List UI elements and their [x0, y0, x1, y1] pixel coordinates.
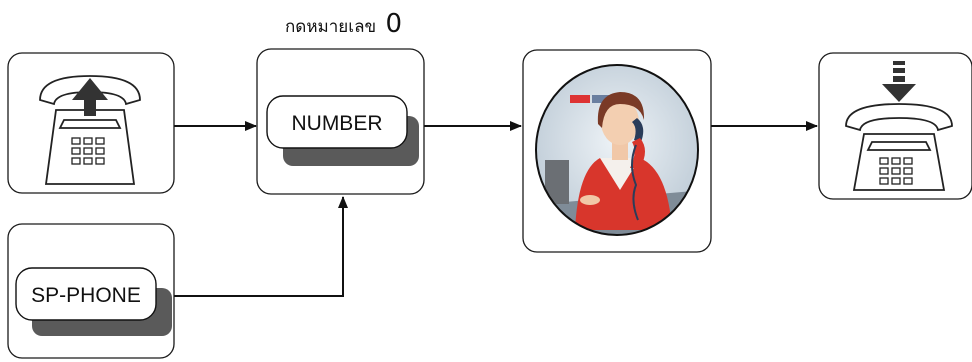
- dial-caption: กดหมายเลข 0: [285, 9, 402, 39]
- number-label: NUMBER: [291, 112, 382, 135]
- dial-caption-text: กดหมายเลข: [285, 17, 376, 37]
- sp-phone-box: SP-PHONE: [7, 223, 175, 359]
- incoming-call-phone-icon: [845, 61, 953, 191]
- number-box: NUMBER: [256, 48, 425, 195]
- receiver-phone-box: [818, 52, 972, 200]
- caller-phone-box: [7, 52, 175, 194]
- connector-spphone-to-number: [174, 196, 348, 297]
- dial-caption-digit: 0: [386, 9, 403, 39]
- operator-box: [522, 49, 712, 253]
- telephone-operator-photo: [536, 65, 698, 235]
- outgoing-call-phone-icon: [39, 75, 141, 185]
- sp-phone-label: SP-PHONE: [31, 284, 141, 307]
- connectors: [174, 121, 818, 297]
